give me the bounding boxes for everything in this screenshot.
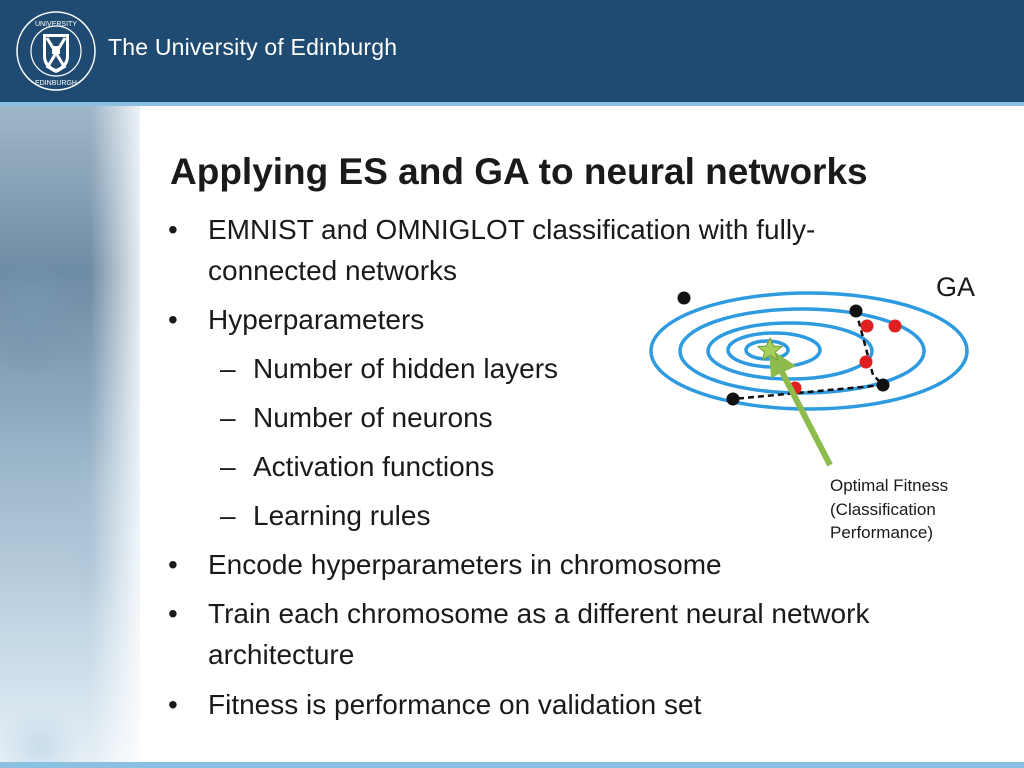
bullet-glyph: • <box>168 598 178 629</box>
red-point <box>860 319 874 333</box>
bullet-text: Train each chromosome as a different neu… <box>208 598 870 670</box>
optimal-fitness-label: Optimal Fitness (Classification Performa… <box>830 476 949 542</box>
bullet-text: Fitness is performance on validation set <box>208 689 702 720</box>
red-point <box>859 355 873 369</box>
bullet-glyph: • <box>168 304 178 335</box>
search-path <box>732 310 886 401</box>
bullet-glyph: • <box>168 214 178 245</box>
sub-bullet-text: Number of neurons <box>253 402 493 433</box>
svg-text:UNIVERSITY: UNIVERSITY <box>35 21 77 28</box>
contour-ellipse <box>706 321 874 381</box>
contour-ellipse <box>649 291 969 411</box>
university-name: The University of Edinburgh <box>108 34 398 60</box>
sub-bullet-text: Number of hidden layers <box>253 353 559 384</box>
fitness-landscape-diagram <box>649 291 969 467</box>
black-point <box>849 304 863 318</box>
dash-glyph: – <box>220 451 236 482</box>
bullet-text: Hyperparameters <box>208 304 425 335</box>
contour-ellipse <box>744 339 790 361</box>
header-stripe <box>0 102 1024 106</box>
optimum-arrow-shaft <box>779 370 833 467</box>
footer-stripe <box>0 762 1024 768</box>
header-bar: UNIVERSITY EDINBURGH The University of E… <box>0 0 1024 102</box>
bullet-text: EMNIST and OMNIGLOT classification with … <box>208 214 816 286</box>
slide-title: Applying ES and GA to neural networks <box>170 151 868 192</box>
dash-glyph: – <box>220 353 236 384</box>
black-point <box>876 378 890 392</box>
red-point <box>888 319 902 333</box>
bullet-glyph: • <box>168 549 178 580</box>
bullet-text: Encode hyperparameters in chromosome <box>208 549 722 580</box>
ga-label: GA <box>936 272 976 302</box>
black-point <box>726 392 740 406</box>
black-point <box>677 291 691 305</box>
optimum-star-icon <box>756 336 784 362</box>
dash-glyph: – <box>220 500 236 531</box>
svg-text:EDINBURGH: EDINBURGH <box>35 80 77 87</box>
sub-bullet-text: Learning rules <box>253 500 431 531</box>
side-photo-fade <box>90 106 150 768</box>
bullet-glyph: • <box>168 689 178 720</box>
university-crest-icon: UNIVERSITY EDINBURGH <box>16 11 96 91</box>
sub-bullet-text: Activation functions <box>253 451 495 482</box>
dash-glyph: – <box>220 402 236 433</box>
